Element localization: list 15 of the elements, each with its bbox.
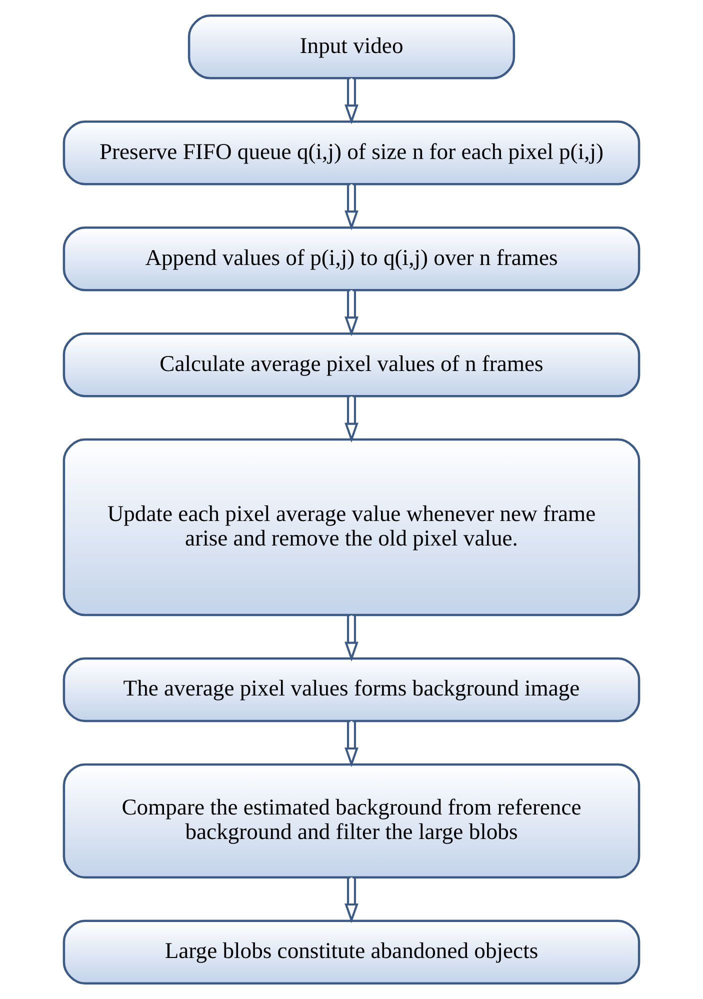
node-box: Append values of p(i,j) to q(i,j) over n frames — [62, 226, 640, 292]
arrow — [344, 184, 358, 230]
node-box: Large blobs constitute abandoned objects — [62, 920, 640, 985]
arrow — [344, 290, 358, 336]
arrow — [344, 878, 358, 924]
node-box: Input video — [188, 14, 516, 80]
arrow — [344, 616, 358, 662]
node-box: Preserve FIFO queue q(i,j) of size n for each pixel p(i,j) — [62, 120, 640, 186]
node-box: Calculate average pixel values of n frames — [62, 332, 640, 398]
node-box: Update each pixel average value whenever new frame arise and remove the old pixel value. — [62, 438, 640, 616]
arrow — [344, 78, 358, 124]
arrow — [344, 396, 358, 443]
arrow — [344, 721, 358, 768]
node-box: The average pixel values forms background image — [62, 657, 640, 722]
node-box: Compare the estimated background from reference background and filter the large blobs — [62, 763, 640, 879]
